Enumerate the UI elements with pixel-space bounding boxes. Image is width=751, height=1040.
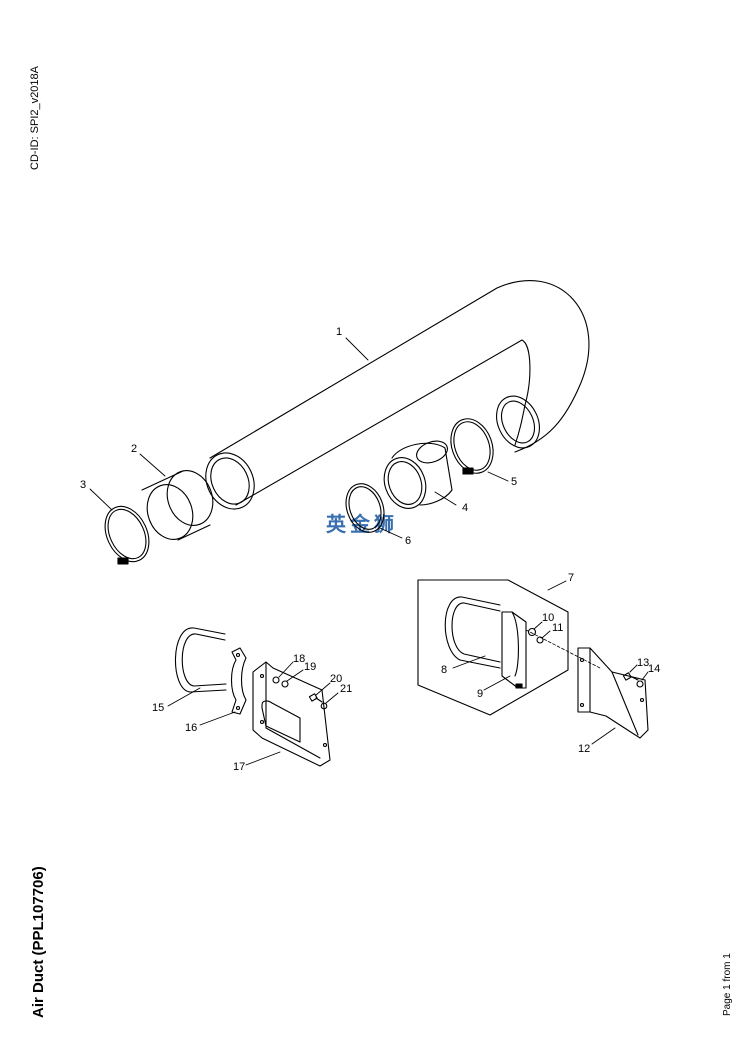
callout-11: 11 xyxy=(552,622,563,634)
callout-21: 21 xyxy=(340,683,352,695)
part-1-duct xyxy=(205,280,590,510)
callout-18: 18 xyxy=(293,653,305,665)
group-7-outline xyxy=(417,579,569,716)
callout-3: 3 xyxy=(80,479,86,491)
part-20-bolt xyxy=(308,693,323,703)
callout-5: 5 xyxy=(511,476,517,488)
part-21-nut xyxy=(320,702,328,710)
part-17-bracket xyxy=(252,661,331,767)
callout-1: 1 xyxy=(336,326,342,338)
part-12-bracket xyxy=(577,647,649,739)
callout-7: 7 xyxy=(568,572,574,584)
callout-12: 12 xyxy=(578,743,590,755)
leader-lines xyxy=(89,337,649,766)
part-3-clamp xyxy=(104,505,150,565)
callout-19: 19 xyxy=(304,661,316,673)
callout-17: 17 xyxy=(233,761,245,773)
callout-9: 9 xyxy=(477,688,483,700)
part-2-sleeve xyxy=(141,470,214,541)
callout-16: 16 xyxy=(185,722,197,734)
part-6-clamp xyxy=(345,483,385,533)
part-16-saddle-clamp xyxy=(230,647,247,715)
part-13-bolt xyxy=(622,672,639,681)
callout-labels: 1 2 3 4 5 6 7 8 9 10 11 12 13 14 15 16 1… xyxy=(80,326,660,773)
callout-8: 8 xyxy=(441,664,447,676)
callout-20: 20 xyxy=(330,673,342,685)
callout-6: 6 xyxy=(405,535,411,547)
part-8-u-bolt xyxy=(444,596,501,669)
part-9-saddle-bracket xyxy=(501,611,527,689)
axis-line xyxy=(525,629,601,669)
part-19-nut xyxy=(281,680,289,688)
callout-2: 2 xyxy=(131,443,137,455)
watermark-logo: 英金狮 xyxy=(326,512,398,536)
part-14-nut xyxy=(636,680,644,688)
part-5-clamp xyxy=(450,418,494,475)
part-15-u-bolt xyxy=(174,627,227,693)
callout-14: 14 xyxy=(648,663,660,675)
part-10-washer xyxy=(527,627,537,637)
callout-10: 10 xyxy=(542,612,554,624)
callout-13: 13 xyxy=(637,657,649,669)
part-4-reducer xyxy=(383,440,453,509)
callout-15: 15 xyxy=(152,702,164,714)
part-18-washer xyxy=(272,676,280,684)
callout-4: 4 xyxy=(462,502,468,514)
